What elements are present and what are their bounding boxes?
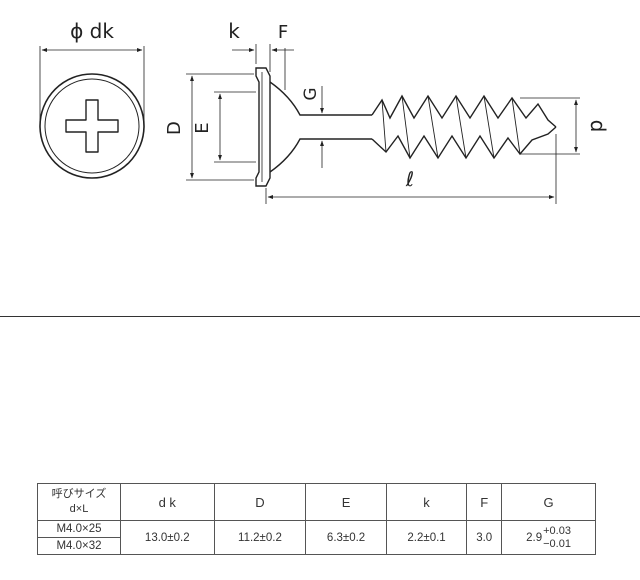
- dimension-k: [232, 44, 294, 72]
- screw-head-top-view: [39, 46, 145, 179]
- value-E: 6.3±0.2: [305, 520, 387, 555]
- phillips-cross-icon: [65, 99, 119, 153]
- header-F: F: [466, 483, 503, 521]
- value-dk: 13.0±0.2: [120, 520, 215, 555]
- label-F: F: [278, 22, 288, 43]
- value-k: 2.2±0.1: [385, 520, 468, 555]
- label-k: k: [228, 19, 240, 43]
- label-length: ℓ: [405, 167, 414, 191]
- dimension-spec-table: 呼びサイズ d×L d k D E k F G M4.0×25 13.0±0.2…: [37, 483, 596, 555]
- value-G-tolerance: +0.03−0.01: [543, 525, 571, 551]
- dimension-D: [186, 73, 254, 181]
- screw-side-view: [255, 67, 557, 187]
- label-E: E: [192, 122, 213, 133]
- table-row: M4.0×25 13.0±0.2 11.2±0.2 6.3±0.2 2.2±0.…: [37, 520, 596, 555]
- label-dk: ϕ dk: [70, 19, 114, 43]
- header-D: D: [213, 483, 307, 521]
- label-D: D: [164, 121, 185, 135]
- section-divider: [0, 316, 640, 317]
- header-E: E: [305, 483, 387, 521]
- header-nominal-size-line1: 呼びサイズ: [51, 488, 107, 500]
- value-G-lower: −0.01: [543, 537, 571, 550]
- dimension-E: [214, 91, 256, 163]
- label-G: G: [301, 87, 321, 100]
- table-header-row: 呼びサイズ d×L d k D E k F G: [37, 483, 596, 521]
- label-p: p: [583, 120, 607, 133]
- value-D: 11.2±0.2: [213, 520, 307, 555]
- dimension-p: [520, 97, 580, 155]
- value-G: 2.9+0.03−0.01: [501, 520, 596, 555]
- size-cell: M4.0×25: [37, 520, 121, 538]
- header-nominal-size-line2: d×L: [69, 503, 89, 515]
- value-F: 3.0: [466, 520, 503, 555]
- screw-technical-drawing: ϕ dk k F D: [39, 19, 607, 204]
- header-dk: d k: [120, 483, 215, 521]
- value-G-base: 2.9: [526, 531, 543, 544]
- header-G: G: [501, 483, 596, 521]
- dimension-length: [265, 134, 557, 204]
- size-cell: M4.0×32: [37, 537, 121, 555]
- table-row: M4.0×32: [37, 537, 596, 555]
- value-G-upper: +0.03: [543, 524, 571, 537]
- header-k: k: [385, 483, 468, 521]
- header-nominal-size: 呼びサイズ d×L: [37, 483, 121, 521]
